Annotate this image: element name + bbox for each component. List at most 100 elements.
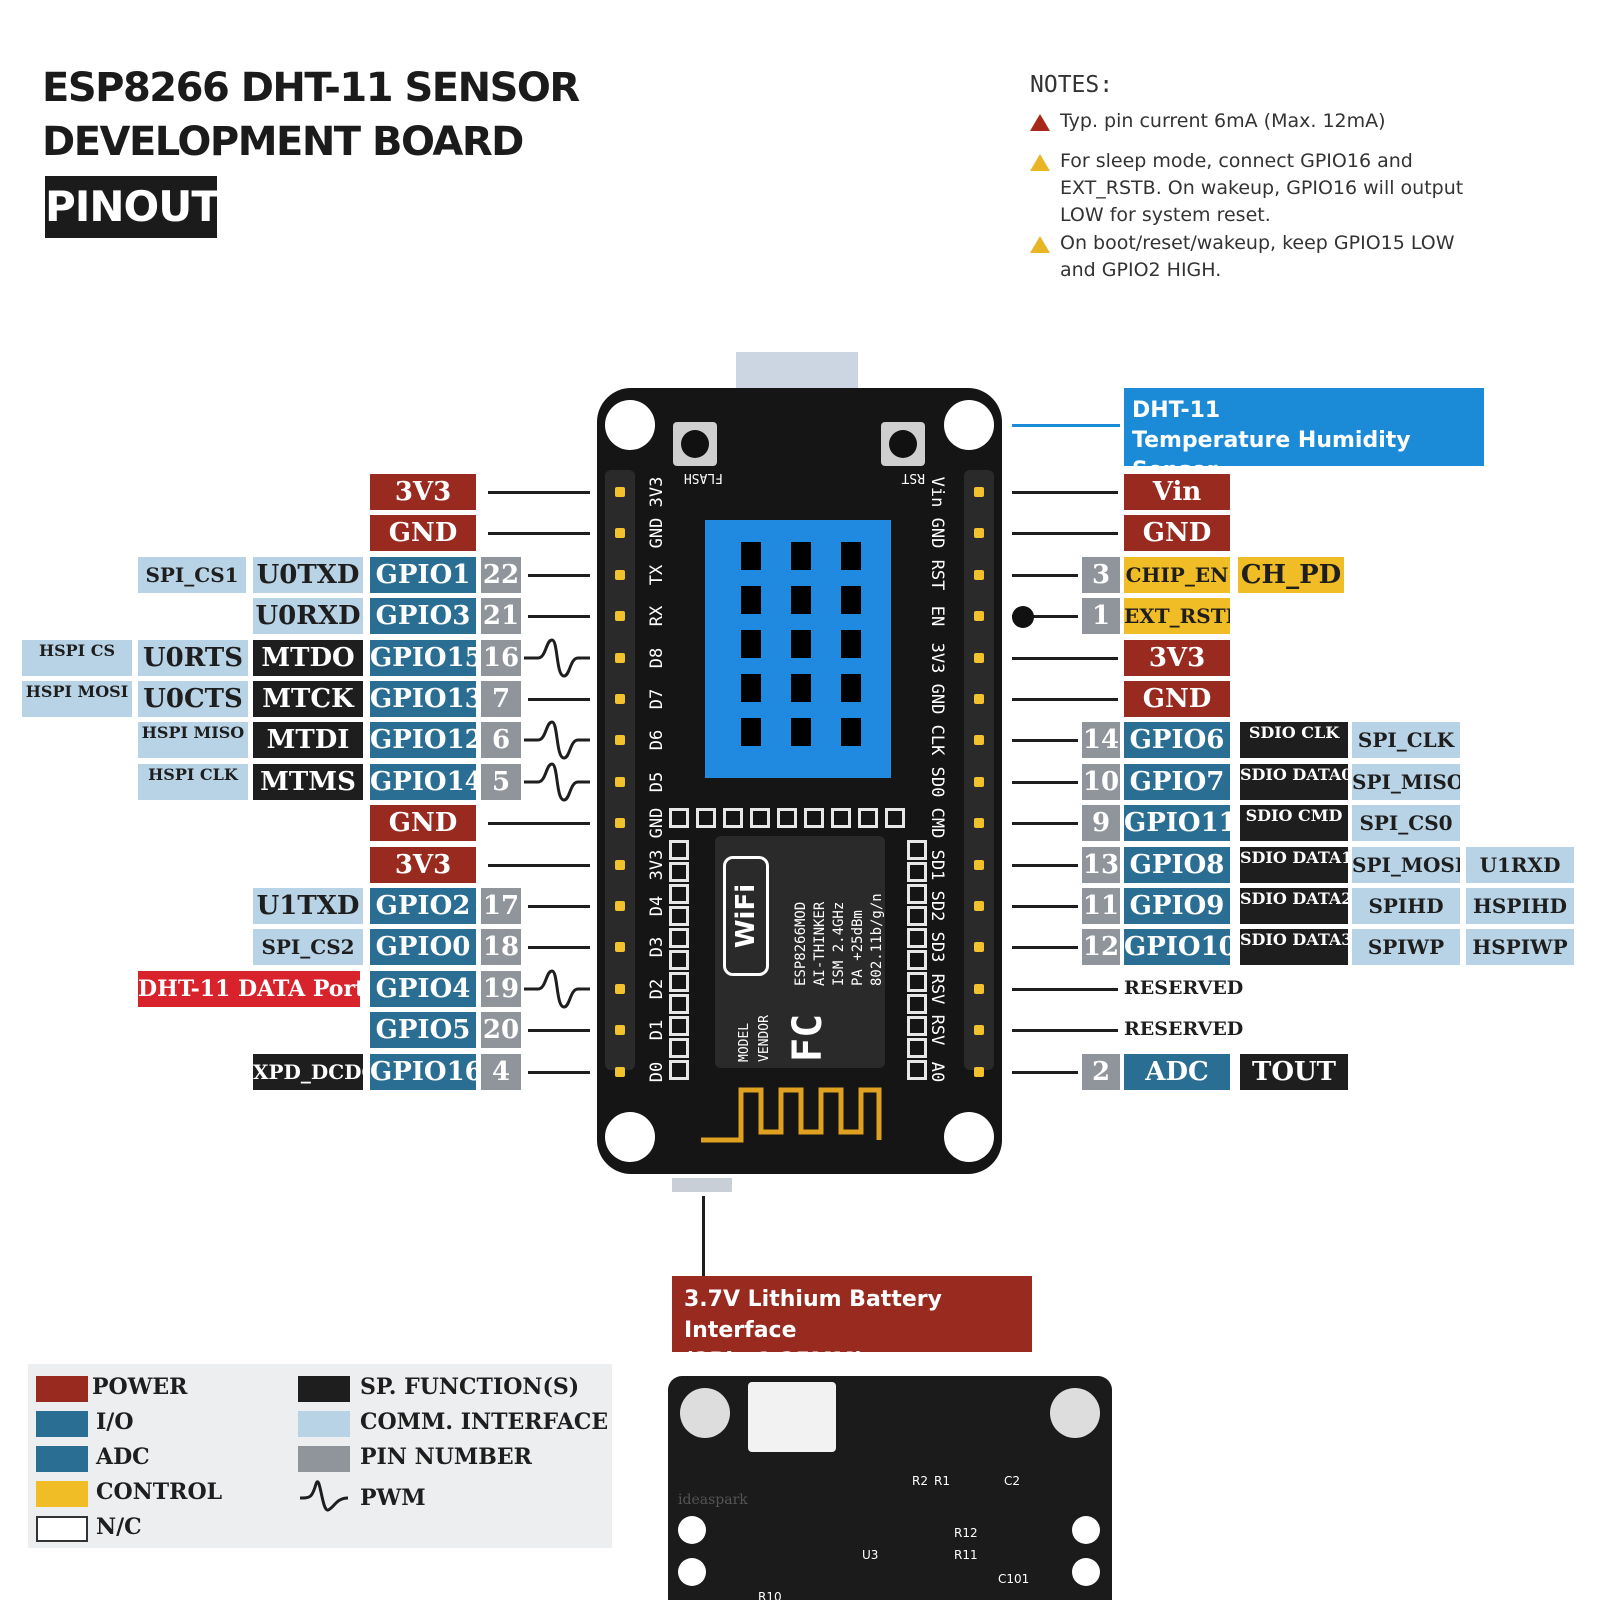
pinout-badge: PINOUT [45,176,220,238]
left-silk-label: GND [647,517,667,549]
legend-swatch-adc [36,1446,88,1472]
silk-r11: R11 [954,1548,978,1562]
legend-swatch-io [36,1411,88,1437]
power-label: GND [1124,515,1230,551]
silk-r2: R2 [912,1474,928,1488]
right-silk-label: RSV [927,1014,947,1046]
module-pad [669,808,689,828]
sensor-vent [741,674,761,702]
note-1: Typ. pin current 6mA (Max. 12mA) [1060,110,1386,132]
gpio-label: GPIO3 [370,598,476,634]
comm-label: SPI_CLK [1352,722,1460,758]
module-pad [669,972,689,992]
legend-adc: ADC [96,1444,150,1470]
power-label: 3V3 [370,474,476,510]
notes-heading: NOTES: [1030,72,1114,98]
sensor-vent [841,542,861,570]
gpio-label: GPIO9 [1124,888,1230,924]
legend: POWER I/O ADC CONTROL N/C SP. FUNCTION(S… [28,1364,612,1548]
note-3: On boot/reset/wakeup, keep GPIO15 LOW an… [1060,232,1455,281]
sensor-vent [841,630,861,658]
module-pad [907,906,927,926]
sensor-vent [841,674,861,702]
sensor-vent [741,630,761,658]
hspi-label: HSPI MISO [138,722,248,758]
left-silk-label: D5 [647,771,667,793]
flash-button[interactable] [673,422,717,466]
connector-line [1012,946,1078,949]
pin-number: 13 [1082,847,1120,883]
sensor-vent [791,674,811,702]
dht11-sensor [705,520,891,778]
right-silk-label: GND [927,683,947,715]
pin-dot [974,528,984,538]
pin-dot [974,1025,984,1035]
flash-silk: FLASH [683,470,723,485]
comm-label: SPIHD [1352,888,1460,924]
sensor-vent [741,542,761,570]
battery-callout-spec: (2Pin 1.25MM) [684,1349,865,1374]
battery-board: ideaspark R2 R1 C2 R12 R11 U3 C101 R10 [668,1376,1112,1600]
sdio-label: SDIO DATA2 [1240,888,1348,924]
pin-dot [974,777,984,787]
legend-io: I/O [96,1409,134,1435]
left-silk-label: D6 [647,729,667,751]
edge-pad [1072,1558,1100,1586]
connector-line [528,1071,590,1074]
connector-line [528,615,590,618]
mounting-hole [944,400,994,450]
rst-silk: RST [901,470,925,485]
silk-r12: R12 [954,1526,978,1540]
gpio-label: GPIO13 [370,681,476,717]
module-text: 802.11b/g/n [869,893,885,986]
module-pad [907,1060,927,1080]
sdio-label: SDIO DATA3 [1240,929,1348,965]
battery-callout: 3.7V Lithium Battery Interface (2Pin 1.2… [672,1276,1032,1374]
connector-line [1012,905,1078,908]
mounting-hole [605,1112,655,1162]
pin-number: 10 [1082,764,1120,800]
module-pad [669,1038,689,1058]
pwm-icon [524,967,590,1011]
pin-dot [615,611,625,621]
left-silk-label: D0 [647,1061,667,1083]
pwm-icon [524,636,590,680]
connector-line [1012,1029,1118,1032]
reserved-label: RESERVED [1124,1018,1244,1040]
battery-jst-connector [748,1382,836,1452]
legend-pwm: PWM [360,1485,426,1511]
right-silk-label: SD1 [927,849,947,881]
reset-button[interactable] [881,422,925,466]
special-label: XPD_DCDC [253,1054,363,1090]
pin-dot [615,528,625,538]
special-label: MTCK [253,681,363,717]
connector-line [1012,574,1078,577]
connector-line [1012,864,1078,867]
pin-dot [974,818,984,828]
pin-number: 16 [481,640,521,676]
sensor-vent [841,718,861,746]
mounting-hole [605,400,655,450]
module-pad [696,808,716,828]
comm-label: SPIWP [1352,929,1460,965]
pin-dot [615,1067,625,1077]
dht11-callout-title: DHT-11 [1132,398,1221,423]
legend-swatch-special [298,1376,350,1402]
gpio-label: GPIO0 [370,929,476,965]
pin-dot [974,1067,984,1077]
connector-line [1012,657,1118,660]
connector-line [488,491,590,494]
reset-dot [1012,606,1034,628]
pin-number: 5 [481,764,521,800]
power-label: 3V3 [370,847,476,883]
connector-line [528,1029,590,1032]
pwm-icon [524,760,590,804]
warning-red-icon [1030,114,1050,131]
pin-number: 7 [481,681,521,717]
right-silk-label: A0 [927,1061,947,1083]
right-pin-header [964,470,994,1070]
comm-label: U1RXD [1466,847,1574,883]
module-pad [907,1038,927,1058]
control-label: EXT_RSTB [1124,598,1230,634]
module-pad [669,884,689,904]
